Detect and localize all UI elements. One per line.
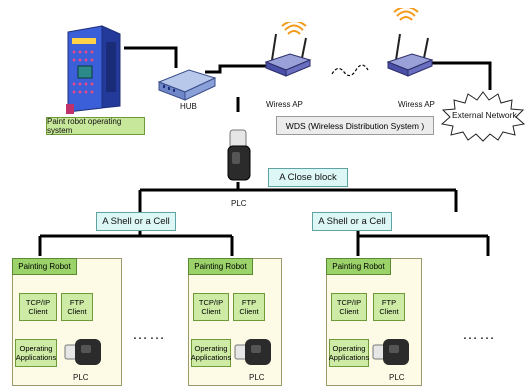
painting-robot-box: Painting Robot TCP/IP Client FTP Client … — [326, 258, 422, 386]
operating-applications: Operating Applications — [191, 339, 231, 367]
external-network-label: External Network — [452, 110, 517, 120]
plc-device-icon — [371, 337, 411, 367]
robot-plc-label: PLC — [73, 373, 89, 382]
plc-device-icon — [63, 337, 103, 367]
plc-label: PLC — [231, 199, 247, 208]
hub-label: HUB — [180, 102, 197, 111]
server-label: Paint robot operating system — [46, 117, 145, 135]
tcp-ip-client: TCP/IP Client — [193, 293, 229, 321]
robot-header: Painting Robot — [188, 258, 253, 275]
server-icon — [62, 22, 124, 114]
robot-plc-label: PLC — [389, 373, 405, 382]
ellipsis-right: …… — [462, 326, 496, 343]
wds-label: WDS (Wireless Distribution System ) — [285, 120, 425, 131]
ftp-client: FTP Client — [61, 293, 93, 321]
plc-device-icon — [233, 337, 273, 367]
shell-label-left: A Shell or a Cell — [96, 212, 176, 231]
close-block-label: A Close block — [268, 168, 348, 187]
operating-applications: Operating Applications — [329, 339, 369, 367]
plc-device-icon — [224, 126, 254, 184]
tcp-ip-client: TCP/IP Client — [19, 293, 57, 321]
robot-header: Painting Robot — [326, 258, 391, 275]
wireless-ap-icon — [384, 6, 434, 80]
external-network-cloud: External Network — [440, 90, 526, 142]
ellipsis-left: …… — [132, 326, 166, 343]
operating-applications: Operating Applications — [15, 339, 57, 367]
wireless-ap-label: Wiress AP — [266, 100, 303, 109]
painting-robot-box: Painting Robot TCP/IP Client FTP Client … — [12, 258, 122, 386]
ftp-client: FTP Client — [373, 293, 405, 321]
wireless-ap-label: Wiress AP — [398, 100, 435, 109]
shell-label-right: A Shell or a Cell — [312, 212, 392, 231]
robot-plc-label: PLC — [249, 373, 265, 382]
hub-icon — [155, 64, 219, 102]
painting-robot-box: Painting Robot TCP/IP Client FTP Client … — [188, 258, 282, 386]
tcp-ip-client: TCP/IP Client — [331, 293, 367, 321]
wds-box: WDS (Wireless Distribution System ) — [276, 116, 434, 135]
ftp-client: FTP Client — [233, 293, 265, 321]
wireless-ap-icon — [262, 20, 312, 80]
robot-header: Painting Robot — [12, 258, 77, 275]
